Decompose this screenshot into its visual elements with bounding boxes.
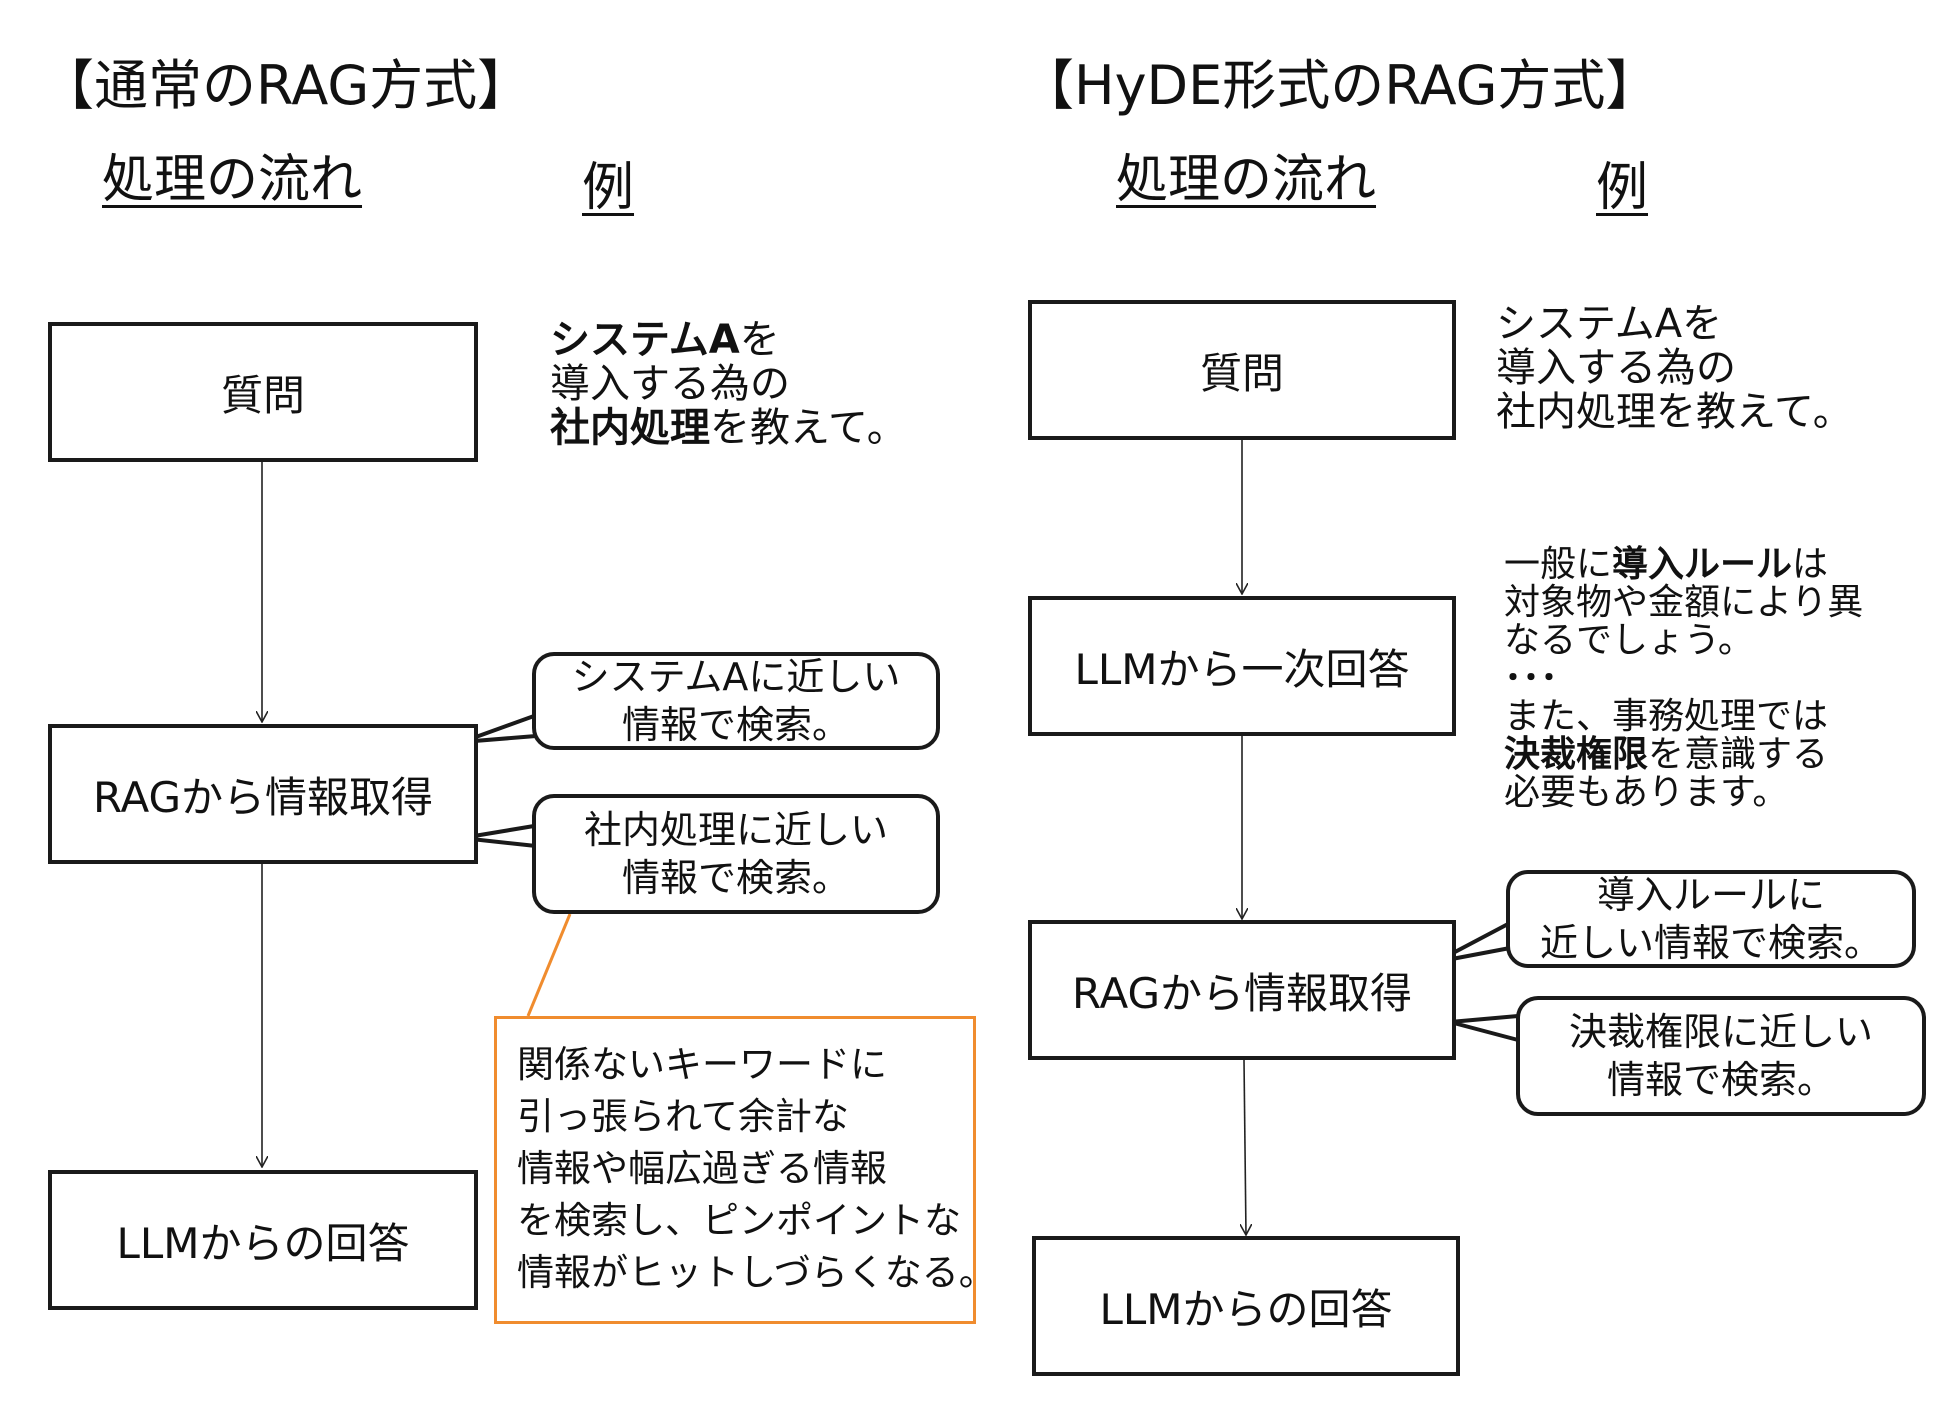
right-answer-line-6: 決裁権限を意識する bbox=[1504, 734, 1829, 775]
right-callout-2-pointer bbox=[1448, 1014, 1520, 1042]
right-arrow-3 bbox=[1244, 1059, 1246, 1235]
right-callout-2: 決裁権限に近しい 情報で検索。 bbox=[1516, 996, 1926, 1116]
left-rag-box: RAGから情報取得 bbox=[48, 724, 478, 864]
right-answer-line-3: なるでしょう。 bbox=[1504, 620, 1754, 661]
right-answer-line-1: 一般に導入ルールは bbox=[1504, 544, 1829, 585]
right-example-answer: 一般に導入ルールは 対象物や金額により異 なるでしょう。 ･･･ また、事務処理… bbox=[1504, 546, 1863, 812]
left-question-box: 質問 bbox=[48, 322, 478, 462]
left-flow-heading: 処理の流れ bbox=[102, 150, 363, 210]
right-answer-line-7: 必要もあります。 bbox=[1504, 772, 1789, 813]
left-example-heading: 例 bbox=[582, 158, 635, 218]
left-example-question: システムAを 導入する為の 社内処理を教えて。 bbox=[550, 318, 907, 450]
right-example-question: システムAを 導入する為の 社内処理を教えて。 bbox=[1496, 301, 1853, 435]
left-answer-box: LLMからの回答 bbox=[48, 1170, 478, 1310]
left-example-line-3: 社内処理を教えて。 bbox=[550, 405, 907, 451]
right-title: 【HyDE形式のRAG方式】 bbox=[1020, 54, 1660, 117]
left-callout-1: システムAに近しい 情報で検索。 bbox=[532, 652, 940, 750]
left-example-line-2: 導入する為の bbox=[550, 361, 790, 407]
right-first-answer-box: LLMから一次回答 bbox=[1028, 596, 1456, 736]
right-answer-line-2: 対象物や金額により異 bbox=[1504, 582, 1864, 623]
right-rag-box: RAGから情報取得 bbox=[1028, 920, 1456, 1060]
right-answer-line-5: また、事務処理では bbox=[1504, 696, 1829, 737]
right-flow-heading: 処理の流れ bbox=[1116, 150, 1377, 210]
right-answer-box: LLMからの回答 bbox=[1032, 1236, 1460, 1376]
right-example-heading: 例 bbox=[1596, 158, 1649, 218]
left-title: 【通常のRAG方式】 bbox=[40, 54, 532, 117]
note-connector bbox=[526, 913, 572, 1017]
right-question-box: 質問 bbox=[1028, 300, 1456, 440]
right-callout-1: 導入ルールに 近しい情報で検索。 bbox=[1506, 870, 1916, 968]
left-example-line-1: システムAを bbox=[550, 317, 780, 363]
left-warning-note: 関係ないキーワードに 引っ張られて余計な 情報や幅広過ぎる情報 を検索し、ピンポ… bbox=[494, 1016, 996, 1324]
left-callout-2: 社内処理に近しい 情報で検索。 bbox=[532, 794, 940, 914]
right-answer-line-4: ･･･ bbox=[1504, 658, 1558, 699]
